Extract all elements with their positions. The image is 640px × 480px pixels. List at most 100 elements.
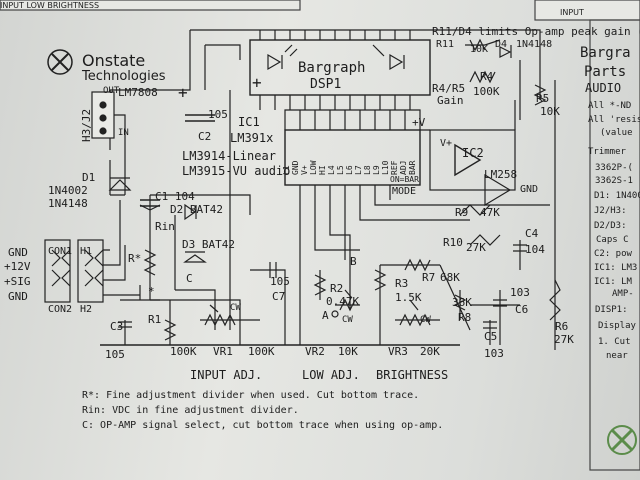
ic1-pin-11: L10	[381, 160, 390, 175]
d2-diode-icon	[184, 203, 197, 221]
ic1-pin-labels: L1 GND V+ LOW HI L4 L5 L6 L7 L8 L9 L10 R…	[282, 160, 417, 175]
vr2-value: 10K	[338, 345, 358, 358]
r11-label: R11	[436, 39, 454, 50]
right-line-7: J2/H3:	[594, 206, 627, 216]
top-banner-box	[0, 0, 301, 11]
d1-part-2: 1N4148	[48, 197, 88, 210]
reg-in-label: IN	[118, 128, 129, 138]
c2-value: 105	[208, 108, 228, 121]
cx-branch	[120, 285, 160, 301]
d4-label: D4	[495, 39, 507, 50]
c7-label: C7	[272, 290, 285, 303]
right-line-15: Display	[598, 321, 637, 331]
rin-label: Rin	[155, 220, 175, 233]
vr2-cw: CW	[342, 315, 353, 325]
ic1-pin-8: L7	[354, 165, 363, 175]
r8-label: R8	[458, 311, 471, 324]
right-line-0: All *-ND	[588, 101, 631, 111]
brand-name: Onstate	[82, 51, 145, 70]
r7-label: R7	[422, 271, 435, 284]
pin-12v: +12V	[4, 260, 31, 273]
ic1-pin-12: REF	[390, 160, 399, 175]
right-line-17: near	[606, 351, 628, 361]
c1-d2-wire	[139, 194, 251, 230]
vr3-value: 20K	[420, 345, 440, 358]
node-a: A	[322, 309, 329, 322]
right-panel-lines: All *-ND All 'resist (value Trimmer 3362…	[588, 101, 640, 361]
right-audio: AUDIO	[585, 81, 621, 95]
r1-resistor-icon	[163, 300, 177, 345]
vr1-label: VR1	[213, 345, 233, 358]
vplus-label: +V	[412, 116, 426, 129]
ic1-pin-13: ADJ	[399, 161, 408, 175]
r5-resistor-icon	[533, 84, 547, 106]
c1-capacitor-icon	[140, 199, 160, 207]
reg-part: LM7808	[118, 86, 158, 99]
d3-branch-wire	[174, 215, 216, 330]
con2-label: CON2	[48, 304, 72, 315]
right-line-11: IC1: LM3	[594, 263, 637, 273]
note-1: R*: Fine adjustment divider when used. C…	[82, 390, 419, 401]
ic2-wires	[420, 60, 556, 350]
ic1-pin-5: L4	[327, 165, 336, 175]
h2-label: H2	[80, 304, 92, 315]
ic1-ref: IC1	[238, 115, 260, 129]
r2-label: R2	[330, 282, 343, 295]
reg-out-label: OUT	[103, 86, 120, 96]
pin-gnd-1: GND	[8, 246, 28, 259]
right-line-4: 3362P-(	[595, 163, 633, 173]
c7-capacitor-icon	[250, 262, 286, 345]
right-line-16: 1. Cut	[598, 337, 631, 347]
ic1-pin-7: L6	[345, 165, 354, 175]
c2-capacitor-icon	[185, 114, 215, 122]
ic1-mode: MODE	[392, 186, 416, 197]
r7-resistor-icon	[404, 258, 431, 272]
c4-capacitor-icon	[513, 240, 527, 270]
ic1-pin-3: LOW	[309, 160, 318, 175]
vr2-wiper-icon	[331, 310, 339, 318]
ic2-ref: IC2	[462, 146, 484, 160]
right-line-14: DISP1:	[595, 305, 628, 315]
ic2-box	[429, 129, 516, 191]
r5-label: R5	[536, 92, 549, 105]
section-brightness: BRIGHTNESS	[376, 368, 448, 382]
ic1-pin-9: L8	[363, 165, 372, 175]
c4-label: C4	[525, 227, 539, 240]
r8-resistor-icon	[453, 290, 467, 320]
onstate-logo	[47, 49, 73, 75]
r6-label: R6	[555, 320, 568, 333]
d1-part-1: 1N4002	[48, 184, 88, 197]
brand-subtitle: Technologies	[81, 69, 166, 84]
d4-part: 1N4148	[516, 39, 552, 50]
ic1-pin-14: BAR	[408, 160, 417, 175]
top-right-banner-text: INPUT	[560, 8, 584, 17]
r45-label: R4/R5	[432, 82, 465, 95]
d3-diode-icon	[183, 251, 207, 263]
top-rail-wire	[110, 29, 541, 91]
d1-diode-icon	[108, 177, 132, 191]
r7-wire	[380, 264, 520, 331]
connector-traces	[103, 200, 140, 296]
r7-value: 68K	[440, 271, 460, 284]
reg-header: H3/J2	[80, 109, 93, 142]
vr3-label: VR3	[388, 345, 408, 358]
c6-capacitor-icon	[493, 290, 507, 345]
ic1-right-wires	[344, 185, 550, 260]
ic1-box	[284, 129, 421, 186]
r6-resistor-icon	[549, 279, 561, 321]
r3-label: R3	[395, 277, 408, 290]
node-b: B	[350, 255, 357, 268]
r9-value: 47K	[480, 206, 500, 219]
d4-diode-icon	[499, 45, 512, 58]
display-feed-wire	[204, 44, 241, 90]
right-panel-logo	[607, 425, 637, 455]
c3-capacitor-icon	[118, 320, 132, 345]
r1-label: R1	[148, 313, 161, 326]
right-panel-border	[589, 19, 640, 471]
c5-capacitor-icon	[483, 320, 497, 345]
right-title-1: Bargra	[580, 45, 631, 61]
vr3-pot-icon	[395, 299, 440, 327]
display-title: Bargraph	[298, 60, 365, 76]
c4-value: 104	[525, 243, 545, 256]
